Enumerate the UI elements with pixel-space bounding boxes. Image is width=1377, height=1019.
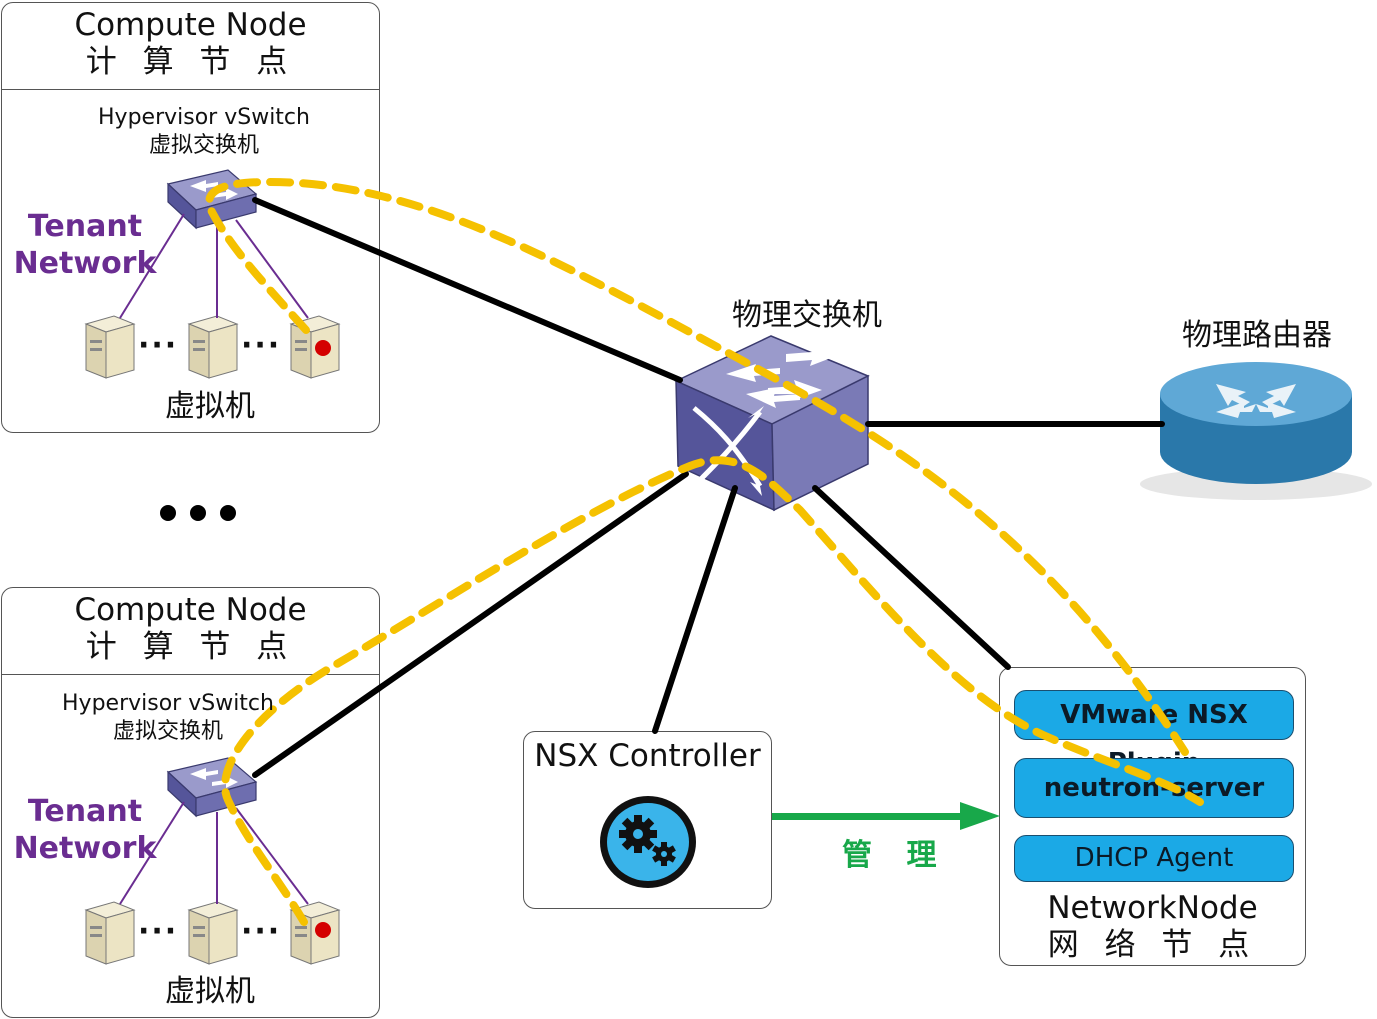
compute-node-1-title-cn: 计 算 节 点	[85, 44, 296, 80]
vm-ellipsis: ···	[241, 914, 282, 949]
manage-arrow	[772, 802, 1000, 830]
manage-label: 管 理	[842, 838, 949, 873]
vm-ellipsis: ···	[138, 914, 179, 949]
compute-node-2-title: Compute Node	[74, 592, 307, 628]
tenant-network-label-1: Tenant Network	[10, 208, 160, 282]
compute-node-2-title-cn: 计 算 节 点	[85, 629, 296, 665]
physical-switch-icon	[674, 335, 870, 512]
uplink-network-node	[812, 485, 1011, 670]
component-vmware-nsx-plugin: VMware NSX Plugin	[1014, 690, 1294, 778]
vswitch-label-1-en: Hypervisor vSwitch	[98, 105, 310, 130]
vm-server-icon	[84, 901, 136, 965]
vm-server-icon	[84, 315, 136, 379]
vswitch-icon-2	[166, 757, 258, 818]
vswitch-label-1-cn: 虚拟交换机	[148, 133, 259, 158]
vswitch-label-1: Hypervisor vSwitch 虚拟交换机	[64, 104, 344, 160]
vswitch-label-2-cn: 虚拟交换机	[112, 719, 223, 744]
network-node-title-cn: 网 络 节 点	[1047, 927, 1258, 963]
vm-server-icon	[187, 315, 239, 379]
vm-server-alert-icon	[289, 315, 341, 379]
vswitch-icon-1	[166, 169, 258, 230]
vm-label-2: 虚拟机	[165, 974, 255, 1009]
tenant-label-1-line1: Tenant	[27, 209, 143, 244]
compute-node-ellipsis	[158, 498, 242, 528]
compute-node-1-header: Compute Node 计 算 节 点	[2, 3, 379, 90]
vm-ellipsis: ···	[241, 328, 282, 363]
tenant-label-2-line2: Network	[13, 831, 157, 866]
gears-icon	[600, 796, 696, 888]
vm-server-icon	[187, 901, 239, 965]
physical-router-label: 物理路由器	[1182, 318, 1332, 353]
component-neutron-server: neutron-server	[1014, 758, 1294, 818]
vm-ellipsis: ···	[138, 328, 179, 363]
compute-node-2-header: Compute Node 计 算 节 点	[2, 588, 379, 675]
vswitch-label-2: Hypervisor vSwitch 虚拟交换机	[28, 690, 308, 746]
tenant-label-2-line1: Tenant	[27, 794, 143, 829]
component-dhcp-agent: DHCP Agent	[1014, 835, 1294, 882]
tenant-label-1-line2: Network	[13, 246, 157, 281]
vm-label-1: 虚拟机	[165, 389, 255, 424]
physical-router-icon	[1140, 362, 1372, 500]
physical-switch-label: 物理交换机	[732, 298, 882, 333]
uplink-nsx-controller	[652, 485, 738, 734]
network-node-title: NetworkNode	[1047, 890, 1258, 926]
tenant-network-label-2: Tenant Network	[10, 793, 160, 867]
vm-server-alert-icon	[289, 901, 341, 965]
network-node: VMware NSX Plugin neutron-server DHCP Ag…	[999, 667, 1306, 966]
compute-node-1-title: Compute Node	[74, 7, 307, 43]
vswitch-label-2-en: Hypervisor vSwitch	[62, 691, 274, 716]
nsx-controller-title: NSX Controller	[534, 738, 761, 774]
